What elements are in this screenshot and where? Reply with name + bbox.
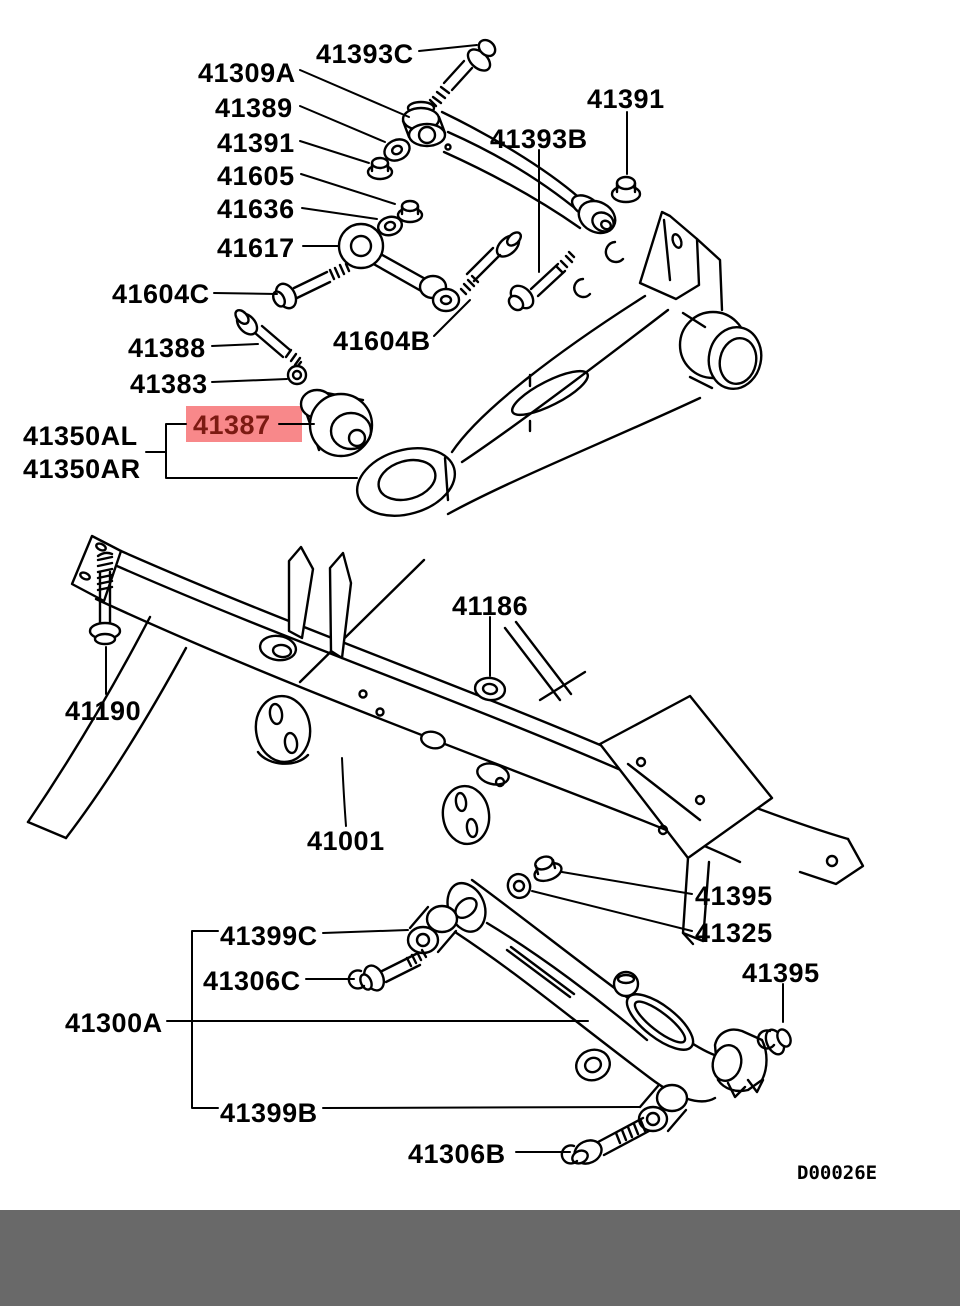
part-label-41306C[interactable]: 41306C: [203, 966, 301, 996]
part-label-41395-upper[interactable]: 41395: [695, 881, 773, 911]
part-label-41325[interactable]: 41325: [695, 918, 773, 948]
part-label-41604C[interactable]: 41604C: [112, 279, 210, 309]
part-label-41399B[interactable]: 41399B: [220, 1098, 318, 1128]
part-label-41387-highlighted[interactable]: 41387: [193, 410, 271, 440]
part-label-41350AL[interactable]: 41350AL: [23, 421, 138, 451]
drawing-code: D00026E: [797, 1162, 878, 1184]
part-label-41393B[interactable]: 41393B: [490, 124, 588, 154]
part-label-41309A[interactable]: 41309A: [198, 58, 296, 88]
part-label-41383[interactable]: 41383: [130, 369, 208, 399]
part-label-41617[interactable]: 41617: [217, 233, 295, 263]
part-label-41636[interactable]: 41636: [217, 194, 295, 224]
part-label-41001[interactable]: 41001: [307, 826, 385, 856]
part-label-41388[interactable]: 41388: [128, 333, 206, 363]
footer-bar: MITSUBISHI - MR519127 N - 41387: [0, 1210, 960, 1306]
part-label-41395-lower[interactable]: 41395: [742, 958, 820, 988]
part-label-41186[interactable]: 41186: [452, 591, 529, 621]
part-label-41605[interactable]: 41605: [217, 161, 295, 191]
part-label-41306B[interactable]: 41306B: [408, 1139, 506, 1169]
part-label-41389[interactable]: 41389: [215, 93, 293, 123]
part-label-41391-right[interactable]: 41391: [587, 84, 665, 114]
part-label-41300A[interactable]: 41300A: [65, 1008, 163, 1038]
part-label-41399C[interactable]: 41399C: [220, 921, 318, 951]
part-label-41604B[interactable]: 41604B: [333, 326, 431, 356]
part-label-41391-top[interactable]: 41391: [217, 128, 295, 158]
part-label-41393C[interactable]: 41393C: [316, 39, 414, 69]
part-label-41190[interactable]: 41190: [65, 696, 142, 726]
part-label-41350AR[interactable]: 41350AR: [23, 454, 141, 484]
